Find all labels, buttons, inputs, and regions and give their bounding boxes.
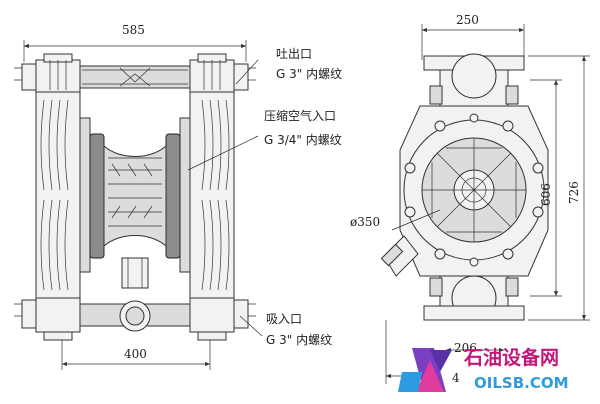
watermark-domain: OILSB.COM bbox=[474, 374, 569, 392]
air-inlet-title: 压缩空气入口 bbox=[264, 108, 336, 123]
left-housing bbox=[35, 91, 91, 299]
dim-inner-height: 606 bbox=[539, 183, 553, 206]
dim-base-width: 400 bbox=[124, 347, 147, 361]
outlet-title: 吐出口 bbox=[276, 47, 312, 61]
discharge-manifold bbox=[14, 53, 256, 93]
dim-base-partial: 4 bbox=[452, 371, 460, 385]
watermark-name: 石油设备网 bbox=[463, 346, 559, 369]
dim-diaphragm: ø350 bbox=[350, 215, 380, 229]
dim-side-width: 250 bbox=[456, 13, 479, 27]
watermark: 石油设备网 OILSB.COM bbox=[398, 346, 569, 392]
dim-overall-height: 726 bbox=[567, 181, 581, 204]
callouts: 吐出口 G 3" 内螺纹 压缩空气入口 G 3/4" 内螺纹 吸入口 G 3" … bbox=[187, 47, 342, 347]
air-chamber bbox=[89, 133, 181, 289]
air-inlet-spec: G 3/4" 内螺纹 bbox=[264, 133, 342, 147]
suction-manifold bbox=[14, 297, 256, 341]
dim-overall-width: 585 bbox=[122, 23, 145, 37]
right-housing bbox=[179, 91, 235, 299]
inlet-spec: G 3" 内螺纹 bbox=[266, 333, 332, 347]
dim-base-depth: 206 bbox=[454, 341, 477, 355]
outlet-spec: G 3" 内螺纹 bbox=[276, 67, 342, 81]
inlet-title: 吸入口 bbox=[266, 312, 302, 326]
watermark-logo-icon bbox=[398, 348, 452, 392]
front-view: 585 bbox=[14, 23, 256, 370]
side-view: 250 ø350 bbox=[350, 13, 590, 385]
